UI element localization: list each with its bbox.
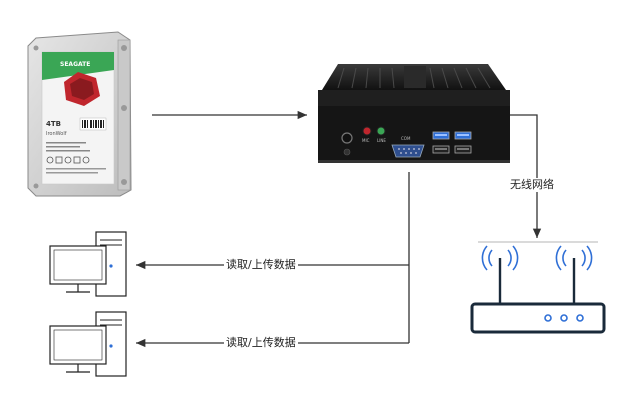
- wireless-network-label: 无线网络: [508, 178, 556, 192]
- line-out-label: LINE: [377, 138, 386, 143]
- client-2-edge-label: 读取/上传数据: [224, 336, 298, 350]
- com-port: [391, 144, 425, 158]
- line-out-jack: [376, 126, 386, 136]
- mic-jack: [362, 126, 372, 136]
- com-label: COM: [401, 136, 411, 141]
- hdd-capacity-label: 4TB: [46, 120, 61, 128]
- barcode: [79, 117, 107, 131]
- client-1-edge-label: 读取/上传数据: [224, 258, 298, 272]
- wifi-router-icon: [470, 241, 606, 334]
- edge-pc-to-router: [510, 114, 542, 238]
- mini-pc-icon: MIC LINE COM: [318, 64, 510, 163]
- power-button: [341, 132, 353, 144]
- desktop-computer-icon: [49, 231, 127, 297]
- usb-ports: [432, 131, 472, 154]
- desktop-computer-icon: [49, 311, 127, 377]
- mic-label: MIC: [362, 138, 370, 143]
- hdd-brand-label: SEAGATE: [60, 61, 90, 68]
- hard-drive-icon: SEAGATE 4TB IronWolf: [27, 31, 132, 197]
- hdd-model-label: IronWolf: [46, 131, 67, 137]
